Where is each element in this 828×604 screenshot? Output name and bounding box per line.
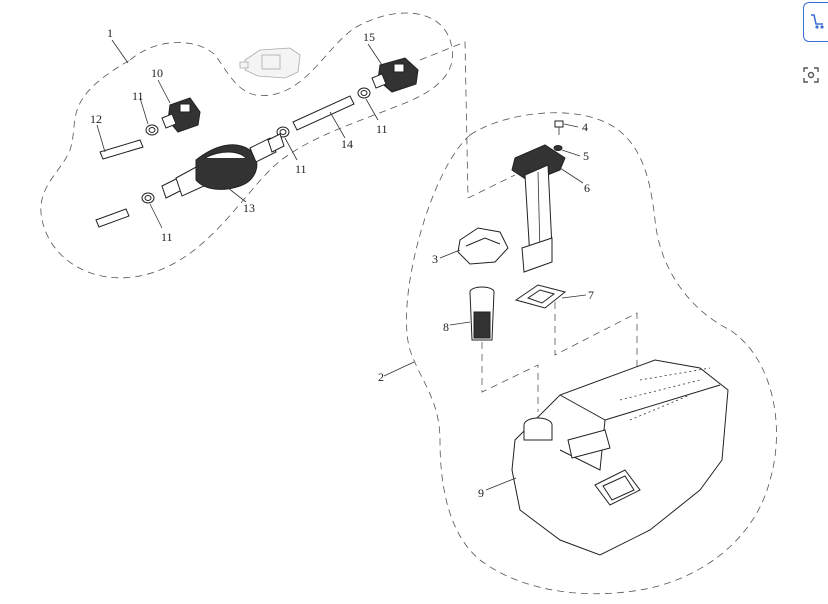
washer-5 [553,145,563,151]
screenshot-scan-button[interactable] [802,66,824,88]
label-11-c: 11 [295,162,307,176]
shopping-cart-button[interactable] [803,2,828,42]
leader-lines [96,39,587,491]
group-outline-fuel-line [40,12,453,279]
hose-12 [99,139,144,160]
connector-line-a [419,41,469,199]
connector-line-b [467,174,516,199]
label-11-a: 11 [132,89,144,103]
cap-3 [457,227,509,265]
hose-14 [292,95,355,131]
connector-10 [161,97,201,133]
primer-bulb-13 [161,133,285,199]
fuel-gauge-6 [511,144,566,273]
clamp-11-d [357,87,371,99]
filter-8 [469,286,495,341]
gasket-7 [514,284,567,309]
group-outline-tank [406,112,777,595]
clamp-11-b [141,192,155,204]
label-5: 5 [583,149,589,163]
label-7: 7 [588,288,594,302]
label-15: 15 [363,30,375,44]
side-toolbar [802,0,828,110]
connector-line-d [481,342,539,412]
label-14: 14 [341,137,353,151]
label-11-b: 11 [161,230,173,244]
label-12: 12 [90,112,102,126]
label-8: 8 [443,320,449,334]
hose-lower-left [95,208,130,228]
fuel-tank-9 [511,359,729,556]
shopping-cart-icon [811,14,824,29]
label-11-d: 11 [376,122,388,136]
label-4: 4 [582,120,588,134]
label-10: 10 [151,66,163,80]
screenshot-scan-icon [803,67,819,83]
label-1: 1 [107,26,113,40]
connector-15 [371,57,419,93]
reference-fuel-pump [239,47,301,79]
label-6: 6 [584,181,590,195]
label-13: 13 [243,201,255,215]
screw-4 [554,120,564,135]
label-3: 3 [432,252,438,266]
label-9: 9 [478,486,484,500]
label-2: 2 [378,370,384,384]
clamp-11-a [145,124,159,136]
